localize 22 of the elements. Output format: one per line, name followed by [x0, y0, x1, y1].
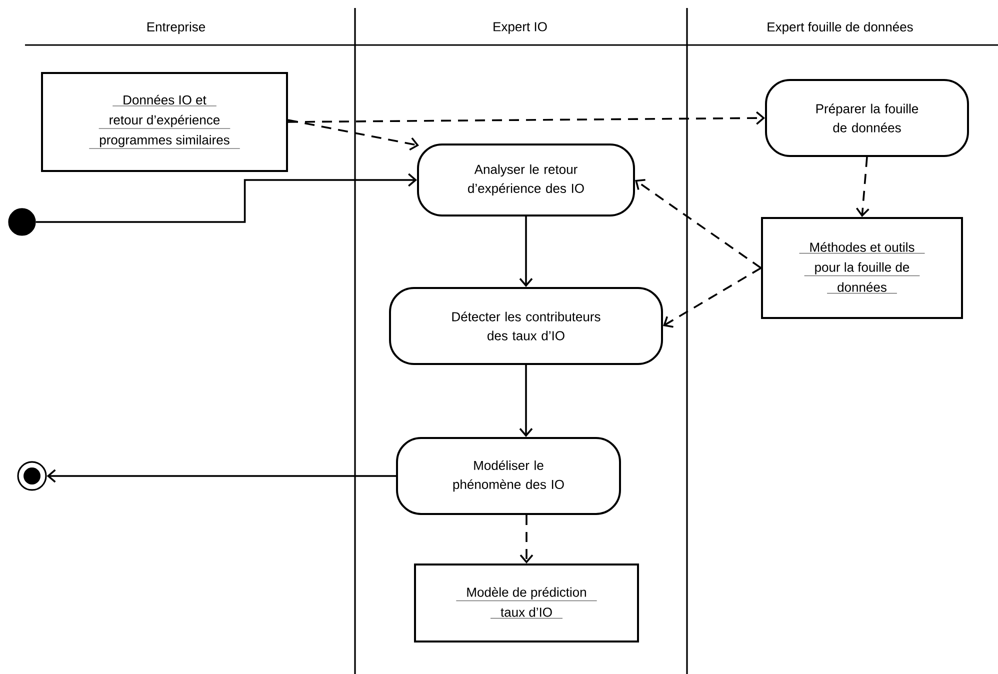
- lane-header: Expert IO: [494, 22, 547, 34]
- start-node: [8, 208, 36, 236]
- dashed-arrow: [635, 178, 762, 269]
- activity-box: Analyser le retour d’expérience des IO: [417, 144, 635, 216]
- dashed-arrow: [663, 267, 762, 328]
- object-box: Modèle de prédiction taux d’IO: [414, 563, 639, 642]
- dashed-arrow: [520, 514, 534, 564]
- arrow: [36, 173, 417, 223]
- lane-header: Expert fouille de données: [768, 22, 913, 34]
- arrow: [519, 216, 533, 287]
- dashed-arrow: [288, 111, 765, 125]
- dashed-arrow: [288, 119, 419, 151]
- activity-box: Préparer la fouille de données: [765, 79, 969, 157]
- dashed-arrow: [856, 156, 870, 217]
- arrow: [519, 364, 533, 437]
- arrow: [46, 469, 396, 483]
- object-box: Données IO et retour d’expérience programmes similaires: [41, 72, 288, 172]
- object-box: Méthodes et outils pour la fouille de données: [761, 217, 963, 319]
- activity-box: Modéliser le phénomène des IO: [396, 436, 621, 515]
- end-node: [17, 461, 47, 491]
- lane-header: Entreprise: [147, 22, 206, 34]
- activity-box: Détecter les contributeurs des taux d’IO: [389, 287, 663, 365]
